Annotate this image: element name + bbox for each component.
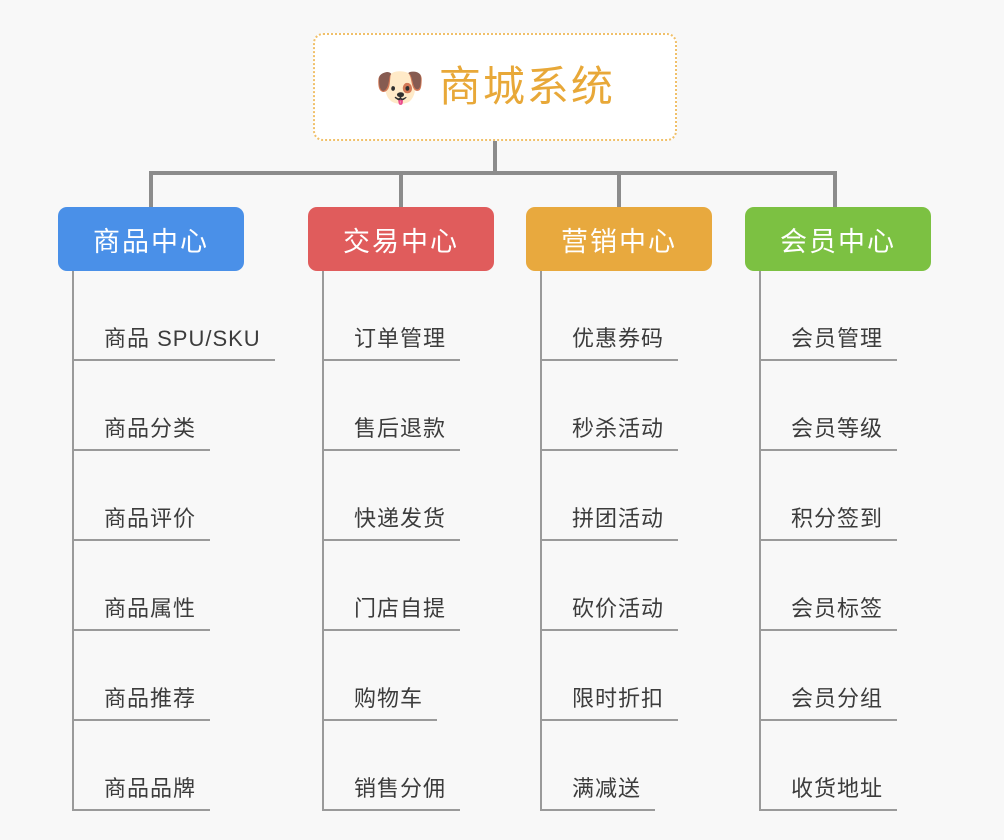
- column-trade-center: 交易中心 订单管理 售后退款 快递发货 门店自提 购物车 销售分佣: [308, 207, 494, 811]
- connector-drop-2: [399, 171, 403, 209]
- leaf-group-product-center: 商品 SPU/SKU 商品分类 商品评价 商品属性 商品推荐 商品品牌: [72, 271, 275, 811]
- leaf-label: 订单管理: [354, 325, 447, 351]
- list-item[interactable]: 会员管理: [759, 271, 931, 361]
- category-header-trade-center[interactable]: 交易中心: [308, 207, 494, 271]
- leaf-group-member-center: 会员管理 会员等级 积分签到 会员标签 会员分组 收货地址: [759, 271, 931, 811]
- list-item[interactable]: 销售分佣: [322, 721, 494, 811]
- leaf-label: 会员等级: [791, 415, 884, 441]
- leaf-spine: [540, 271, 542, 811]
- leaf-label: 砍价活动: [572, 595, 665, 621]
- root-title: 商城系统: [438, 63, 615, 110]
- leaf-label: 会员分组: [791, 685, 884, 711]
- list-item[interactable]: 积分签到: [759, 451, 931, 541]
- leaf-label: 收货地址: [791, 775, 884, 801]
- list-item[interactable]: 快递发货: [322, 451, 494, 541]
- leaf-spine: [72, 271, 74, 811]
- category-header-label: 营销中心: [561, 226, 677, 257]
- category-header-label: 交易中心: [343, 226, 459, 257]
- leaf-spine: [759, 271, 761, 811]
- leaf-label: 商品分类: [104, 415, 197, 441]
- leaf-label: 商品评价: [104, 505, 197, 531]
- list-item[interactable]: 商品分类: [72, 361, 275, 451]
- list-item[interactable]: 商品评价: [72, 451, 275, 541]
- leaf-label: 会员标签: [791, 595, 884, 621]
- category-header-marketing-center[interactable]: 营销中心: [526, 207, 712, 271]
- connector-drop-4: [833, 171, 837, 209]
- list-item[interactable]: 秒杀活动: [540, 361, 712, 451]
- leaf-label: 销售分佣: [354, 775, 447, 801]
- list-item[interactable]: 会员标签: [759, 541, 931, 631]
- connector-drop-1: [149, 171, 153, 209]
- leaf-label: 秒杀活动: [572, 415, 665, 441]
- list-item[interactable]: 商品推荐: [72, 631, 275, 721]
- list-item[interactable]: 收货地址: [759, 721, 931, 811]
- leaf-label: 商品 SPU/SKU: [104, 325, 261, 351]
- category-header-member-center[interactable]: 会员中心: [745, 207, 931, 271]
- column-product-center: 商品中心 商品 SPU/SKU 商品分类 商品评价 商品属性 商品推荐 商品品牌: [58, 207, 275, 811]
- leaf-label: 优惠券码: [572, 325, 665, 351]
- leaf-label: 商品属性: [104, 595, 197, 621]
- list-item[interactable]: 会员分组: [759, 631, 931, 721]
- dog-face-icon: 🐶: [375, 65, 425, 111]
- leaf-group-trade-center: 订单管理 售后退款 快递发货 门店自提 购物车 销售分佣: [322, 271, 494, 811]
- list-item[interactable]: 会员等级: [759, 361, 931, 451]
- leaf-label: 满减送: [572, 775, 642, 801]
- list-item[interactable]: 售后退款: [322, 361, 494, 451]
- leaf-label: 快递发货: [354, 505, 447, 531]
- connector-horizontal-bus: [149, 171, 837, 175]
- category-header-label: 商品中心: [93, 226, 209, 257]
- connector-root-stem: [493, 141, 497, 174]
- leaf-label: 商品品牌: [104, 775, 197, 801]
- leaf-label: 限时折扣: [572, 685, 665, 711]
- leaf-spine: [322, 271, 324, 811]
- list-item[interactable]: 满减送: [540, 721, 712, 811]
- list-item[interactable]: 商品属性: [72, 541, 275, 631]
- leaf-label: 积分签到: [791, 505, 884, 531]
- list-item[interactable]: 商品品牌: [72, 721, 275, 811]
- category-header-product-center[interactable]: 商品中心: [58, 207, 244, 271]
- leaf-label: 商品推荐: [104, 685, 197, 711]
- column-member-center: 会员中心 会员管理 会员等级 积分签到 会员标签 会员分组 收货地址: [745, 207, 931, 811]
- list-item[interactable]: 商品 SPU/SKU: [72, 271, 275, 361]
- leaf-label: 购物车: [354, 685, 424, 711]
- leaf-label: 会员管理: [791, 325, 884, 351]
- list-item[interactable]: 订单管理: [322, 271, 494, 361]
- list-item[interactable]: 砍价活动: [540, 541, 712, 631]
- list-item[interactable]: 门店自提: [322, 541, 494, 631]
- category-header-label: 会员中心: [780, 226, 896, 257]
- list-item[interactable]: 拼团活动: [540, 451, 712, 541]
- root-node[interactable]: 🐶 商城系统: [313, 33, 677, 141]
- leaf-label: 拼团活动: [572, 505, 665, 531]
- list-item[interactable]: 优惠券码: [540, 271, 712, 361]
- leaf-group-marketing-center: 优惠券码 秒杀活动 拼团活动 砍价活动 限时折扣 满减送: [540, 271, 712, 811]
- list-item[interactable]: 购物车: [322, 631, 494, 721]
- leaf-label: 售后退款: [354, 415, 447, 441]
- list-item[interactable]: 限时折扣: [540, 631, 712, 721]
- connector-drop-3: [617, 171, 621, 209]
- leaf-label: 门店自提: [354, 595, 447, 621]
- column-marketing-center: 营销中心 优惠券码 秒杀活动 拼团活动 砍价活动 限时折扣 满减送: [526, 207, 712, 811]
